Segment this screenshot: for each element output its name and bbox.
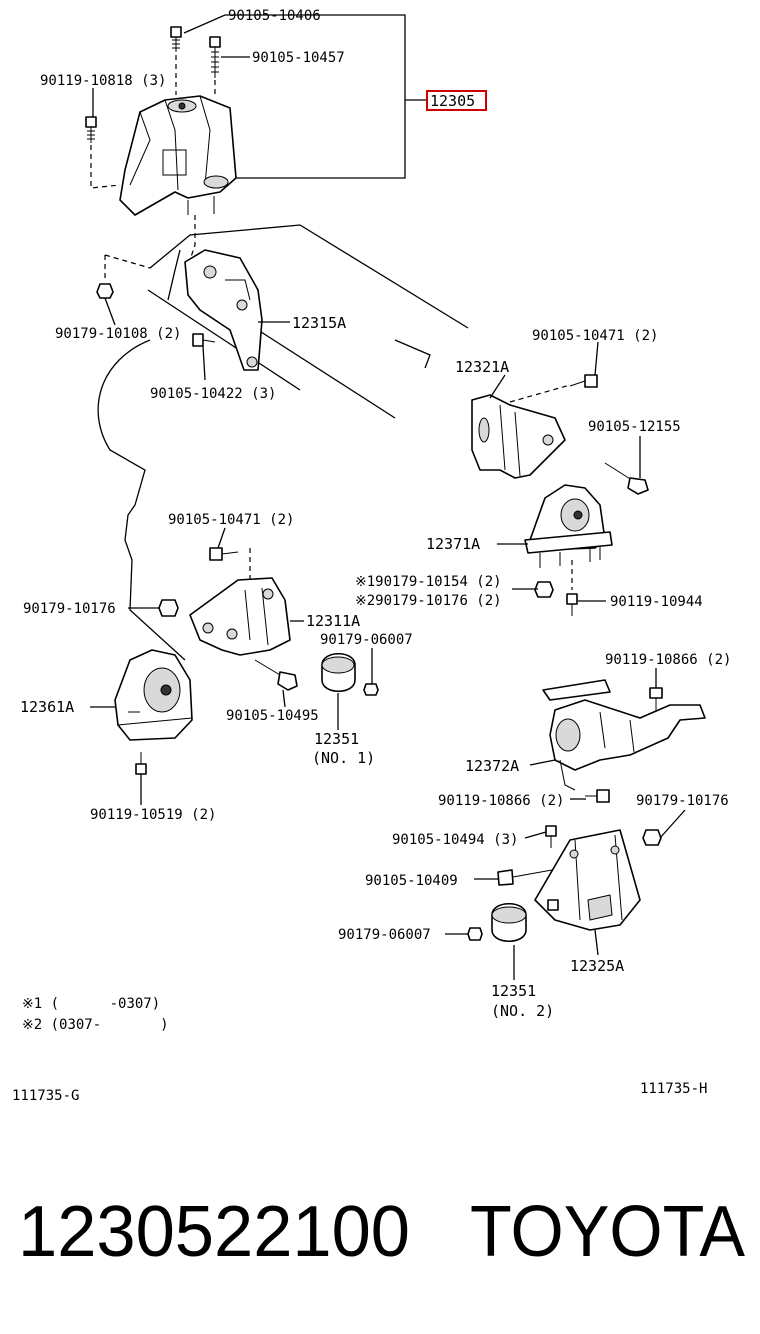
- note-1: ※1 ( -0307): [22, 996, 160, 1012]
- callout-c17: 12311A: [306, 612, 360, 630]
- mount-12305: [119, 95, 237, 216]
- bracket-12315A: [184, 249, 263, 371]
- bolt-icon: [547, 899, 559, 911]
- callout-c25: 90119-10519 (2): [90, 807, 216, 823]
- callout-c9: 12321A: [455, 358, 509, 376]
- callout-c32: 12351: [491, 982, 536, 1000]
- highlight-box: [426, 90, 487, 111]
- callout-c6: 12315A: [292, 314, 346, 332]
- callout-c4: 12305: [430, 92, 475, 110]
- callout-c28: 90105-10494 (3): [392, 832, 518, 848]
- callout-c3: 90119-10818 (3): [40, 73, 166, 89]
- footer-part-number: 1230522100: [18, 1192, 410, 1272]
- callout-c27: 90179-10176: [636, 793, 729, 809]
- figure-id-right: 111735-H: [640, 1081, 707, 1097]
- callout-c15: 90119-10944: [610, 594, 703, 610]
- callout-c18: 90179-06007: [320, 632, 413, 648]
- callout-c2: 90105-10457: [252, 50, 345, 66]
- mount-12372A: [542, 679, 706, 791]
- callout-c13: ※190179-10154 (2): [355, 574, 502, 590]
- nut-icon: [96, 283, 114, 299]
- callout-c20: 90105-10495: [226, 708, 319, 724]
- bolt-icon: [545, 825, 557, 848]
- callout-c7: 90105-10422 (3): [150, 386, 276, 402]
- footer-brand: TOYOTA: [470, 1192, 745, 1272]
- note-2: ※2 (0307- ): [22, 1017, 169, 1033]
- callout-labels: 90105-10406 90105-10457 90119-10818 (3) …: [12, 8, 731, 1104]
- callout-c22: (NO. 1): [312, 749, 375, 767]
- bolt-icon: [209, 547, 239, 561]
- mount-12371A: [524, 484, 613, 568]
- bracket-12311A: [189, 577, 291, 656]
- leader-lines: [90, 14, 686, 980]
- engine-outline: [97, 224, 469, 661]
- bolt-icon: [170, 26, 182, 52]
- bushing-12351-no1: [321, 652, 356, 693]
- callout-c33: (NO. 2): [491, 1002, 554, 1020]
- nut-icon: [158, 599, 179, 617]
- bushing-12351-no2: [491, 902, 527, 943]
- long-bolt-icon: [497, 869, 553, 886]
- callout-c21: 12351: [314, 730, 359, 748]
- nut-icon: [363, 683, 379, 696]
- callout-c26: 90119-10866 (2): [438, 793, 564, 809]
- callout-c24: 12372A: [465, 757, 519, 775]
- callout-c30: 90179-06007: [338, 927, 431, 943]
- callout-c10: 90105-12155: [588, 419, 681, 435]
- long-bolt-icon: [604, 462, 649, 495]
- bolt-icon: [135, 752, 147, 775]
- bolt-icon: [569, 374, 598, 388]
- nut-icon: [534, 581, 554, 598]
- callout-c23: 90119-10866 (2): [605, 652, 731, 668]
- callout-c11: 12371A: [426, 535, 480, 553]
- callout-c5: 90179-10108 (2): [55, 326, 181, 342]
- bolt-icon: [585, 789, 610, 803]
- callout-c31: 12325A: [570, 957, 624, 975]
- nut-icon: [642, 829, 662, 846]
- nut-icon: [467, 927, 483, 941]
- callout-c12: 90105-10471 (2): [168, 512, 294, 528]
- figure-id-left: 111735-G: [12, 1088, 79, 1104]
- callout-c16: 90179-10176: [23, 601, 116, 617]
- callout-c19: 12361A: [20, 698, 74, 716]
- bolt-icon: [209, 36, 221, 78]
- mount-12361A: [114, 649, 193, 741]
- bracket-12325A: [534, 829, 641, 931]
- callout-c14: ※290179-10176 (2): [355, 593, 502, 609]
- bracket-12321A: [471, 394, 566, 479]
- footer: 1230522100 TOYOTA: [18, 1192, 745, 1272]
- bolt-icon: [566, 593, 578, 616]
- callout-c8: 90105-10471 (2): [532, 328, 658, 344]
- long-bolt-icon: [254, 659, 298, 691]
- bolt-icon: [85, 116, 97, 143]
- callout-c1: 90105-10406: [228, 8, 321, 24]
- callout-c29: 90105-10409: [365, 873, 458, 889]
- bolt-icon: [192, 333, 216, 347]
